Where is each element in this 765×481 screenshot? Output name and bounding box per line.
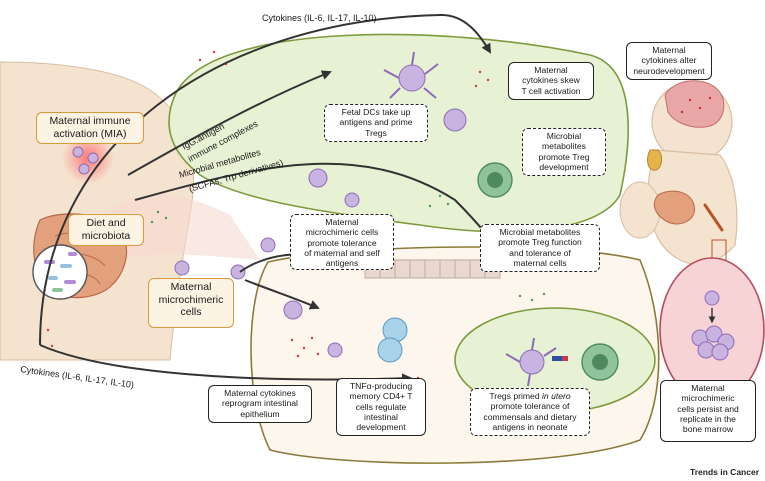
reprogram-label: Maternal cytokines reprogram intestinal … (208, 385, 312, 423)
tregs-primed-in-utero: in utero (542, 391, 571, 401)
fetal-dendritic-cell-top (383, 51, 439, 99)
cytokines-top-arrow (39, 13, 492, 346)
skew-label: Maternal cytokines skew T cell activatio… (508, 62, 594, 100)
journal-brand: Trends in Cancer (690, 467, 759, 477)
intestinal-region-cells (283, 300, 408, 363)
fetus (619, 80, 738, 265)
tnf-label: TNFα-producing memory CD4+ T cells regul… (336, 378, 426, 436)
fetal-dcs-label: Fetal DCs take up antigens and prime Tre… (324, 104, 428, 142)
microchimeric-tolerance-label: Maternal microchimeric cells promote tol… (290, 214, 394, 270)
cytokines-bottom-label: Cytokines (IL-6, IL-17, IL-10) (20, 364, 135, 390)
cytokines-top-label: Cytokines (IL-6, IL-17, IL-10) (262, 13, 377, 23)
maternal-cells-label: Maternal microchimeric cells (148, 278, 234, 328)
tregs-primed-label: Tregs primed in utero promote tolerance … (470, 388, 590, 436)
treg-priming-cells (505, 337, 619, 387)
tregs-primed-text-b: promote tolerance of commensals and diet… (483, 401, 577, 432)
metabolite-dots (150, 194, 546, 302)
microbial-treg-label: Microbial metabolites promote Treg devel… (522, 128, 606, 176)
bone-marrow-label: Maternal microchimeric cells persist and… (660, 380, 756, 442)
intestinal-epithelium (364, 259, 501, 279)
igg-arrow (127, 70, 332, 176)
placenta (110, 194, 260, 260)
neuro-label: Maternal cytokines alter neurodevelopmen… (626, 42, 712, 80)
treg-function-label: Microbial metabolites promote Treg funct… (480, 224, 600, 272)
bone-marrow-inset (659, 239, 765, 403)
fetal-region-cells (308, 108, 513, 208)
mia-label: Maternal immune activation (MIA) (36, 112, 144, 144)
tregs-primed-text-a: Tregs primed (489, 391, 543, 401)
diet-label: Diet and microbiota (68, 214, 144, 246)
maternal-cells-to-gut-arrow (244, 279, 320, 310)
microbiota-magnifier (32, 244, 88, 300)
mia-cells (72, 146, 99, 175)
